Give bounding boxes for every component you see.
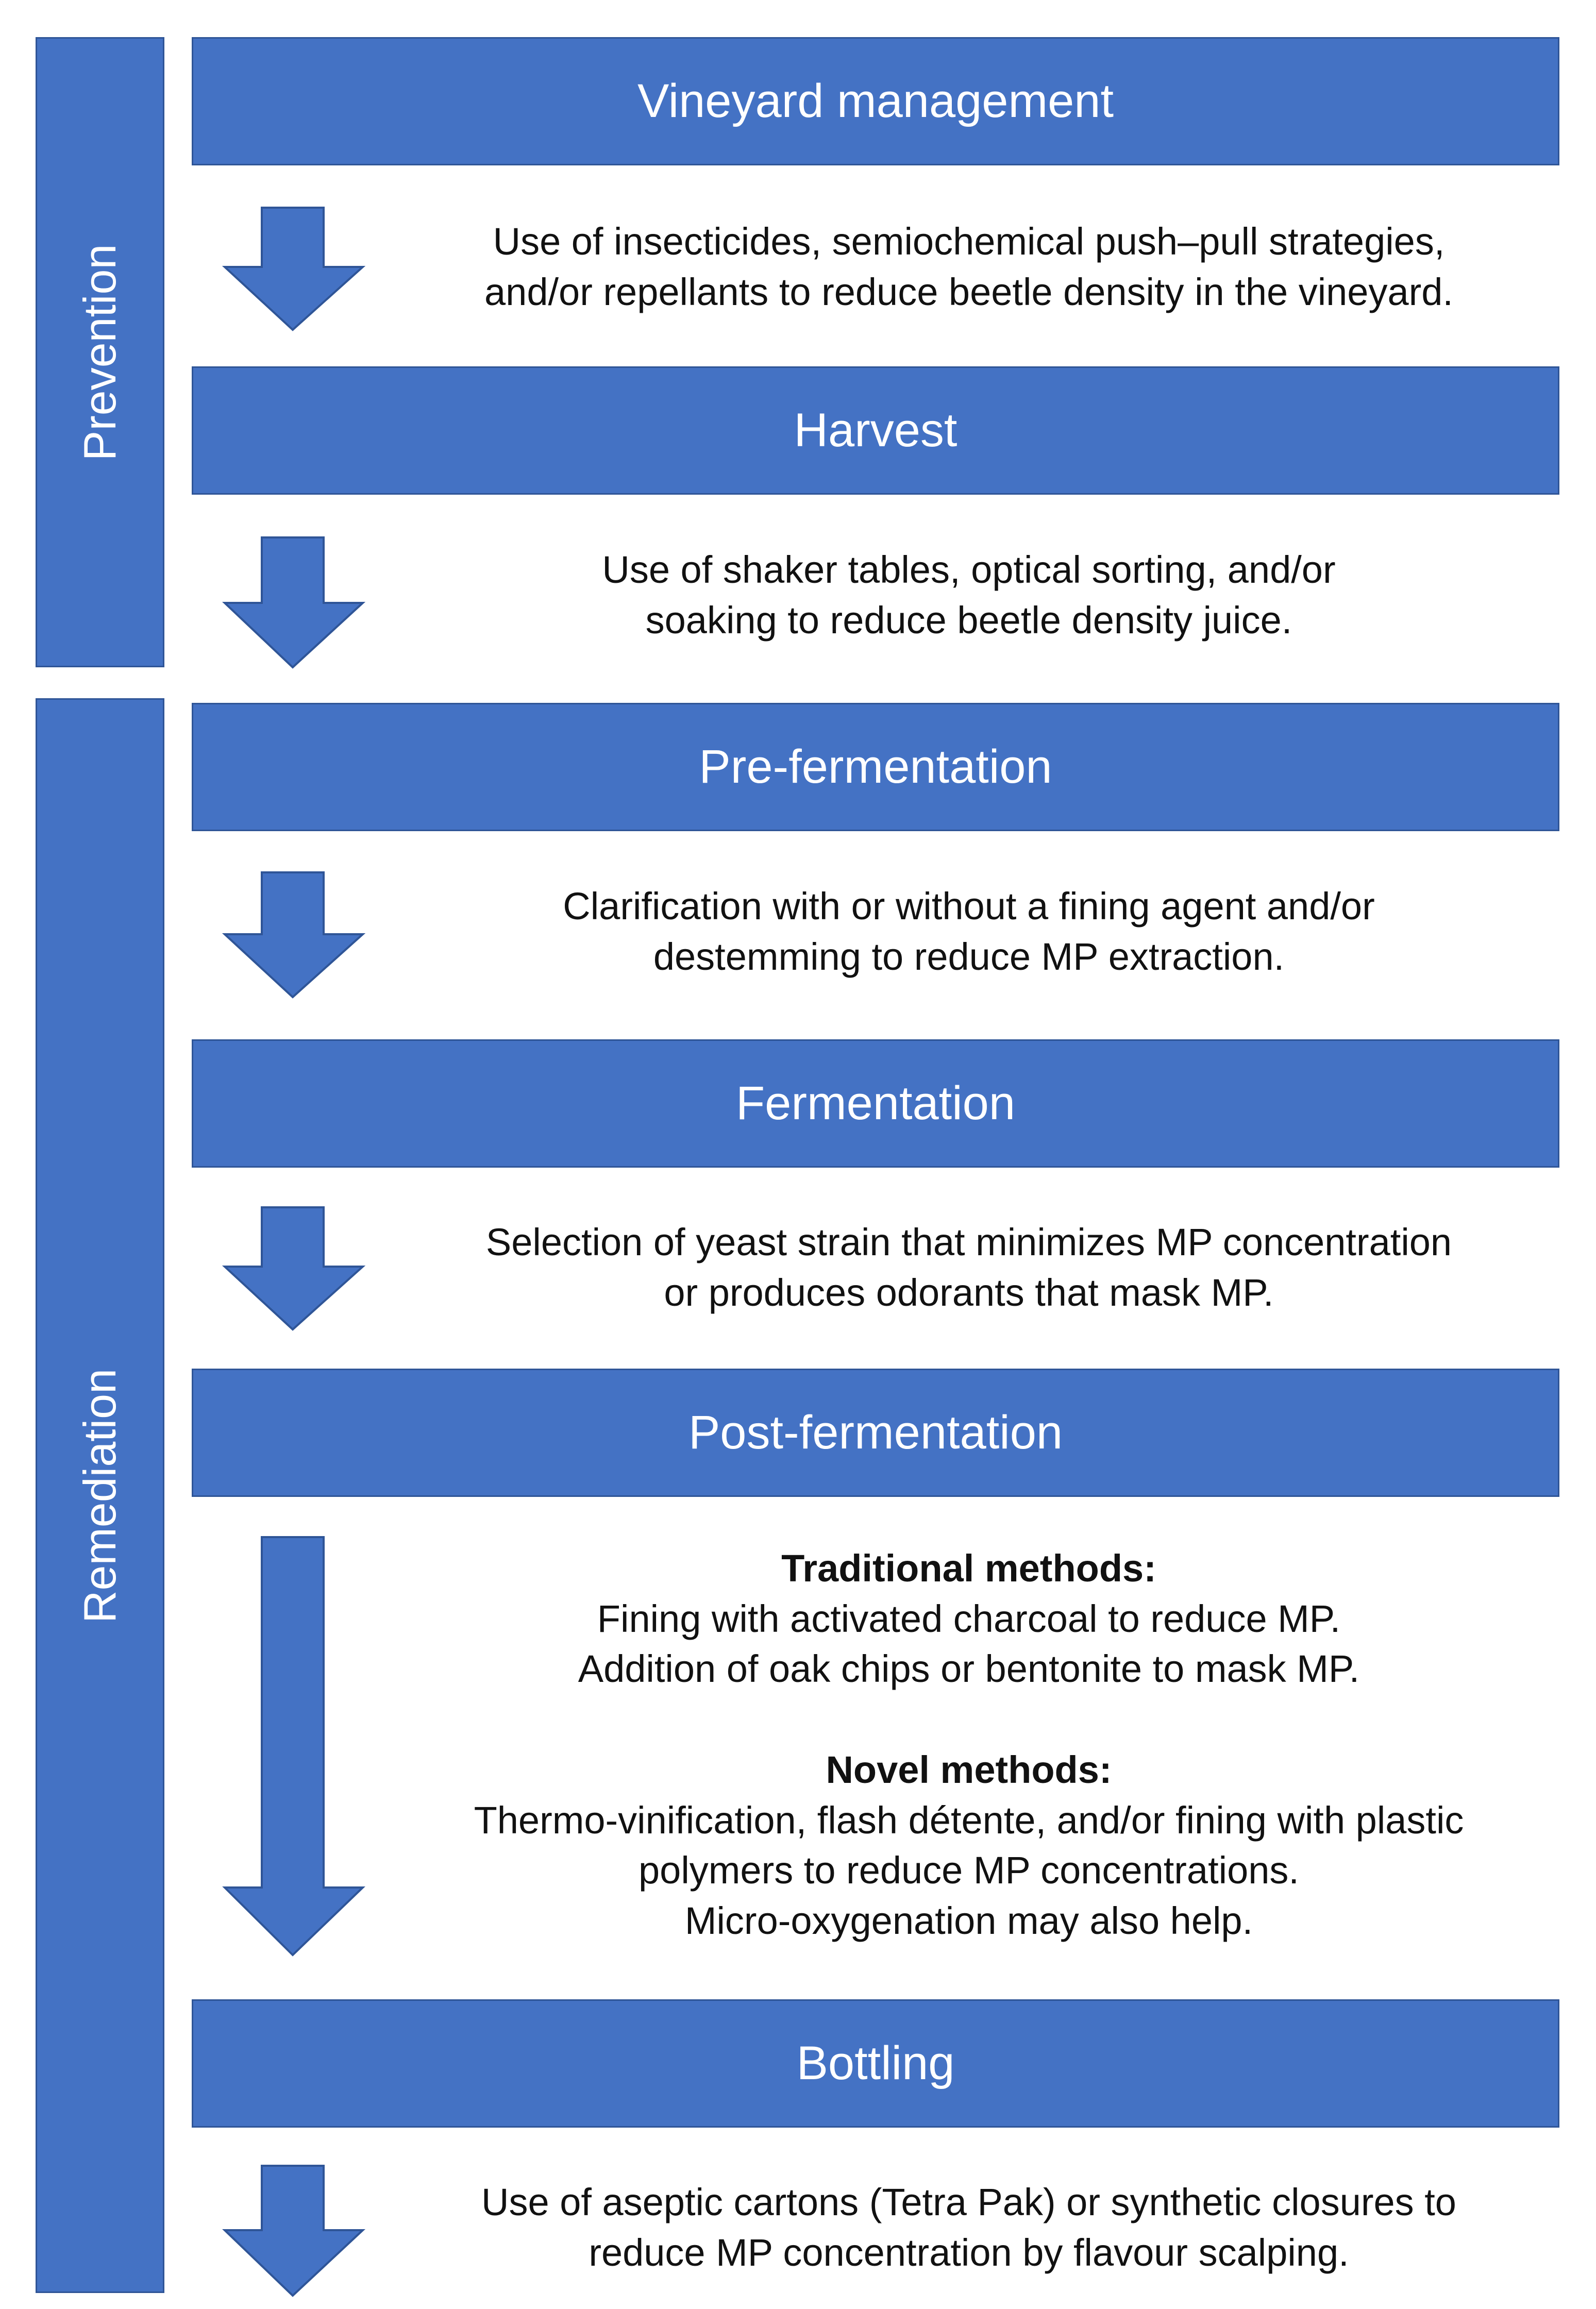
down-arrow-icon (222, 536, 366, 669)
down-arrow-icon (222, 207, 366, 331)
description-line: destemming to reduce MP extraction. (653, 935, 1285, 978)
description-line: Micro-oxygenation may also help. (684, 1899, 1253, 1943)
description-line: Use of aseptic cartons (Tetra Pak) or sy… (481, 2181, 1456, 2223)
down-arrow-icon (222, 871, 366, 999)
phase-label-prevention: Prevention (74, 244, 125, 461)
stage-bottling: Bottling (192, 1999, 1559, 2128)
description-line: reduce MP concentration by flavour scalp… (589, 2231, 1349, 2274)
down-arrow-icon (222, 2165, 366, 2297)
phase-label-remediation: Remediation (74, 1368, 125, 1623)
stage-harvest: Harvest (192, 366, 1559, 495)
step-description-vineyard: Use of insecticides, semiochemical push–… (392, 216, 1546, 317)
step-description-post-fermentation: Traditional methods: Fining with activat… (392, 1543, 1546, 1946)
phase-bar-prevention: Prevention (36, 37, 164, 667)
description-line: soaking to reduce beetle density juice. (645, 598, 1292, 642)
novel-methods-heading: Novel methods: (826, 1748, 1112, 1792)
description-line: Use of shaker tables, optical sorting, a… (602, 548, 1336, 591)
phase-bar-remediation: Remediation (36, 698, 164, 2293)
down-arrow-icon (222, 1536, 365, 1957)
step-description-fermentation: Selection of yeast strain that minimizes… (392, 1217, 1546, 1318)
description-line: Use of insecticides, semiochemical push–… (493, 220, 1445, 263)
description-line: and/or repellants to reduce beetle densi… (484, 270, 1453, 313)
description-line: polymers to reduce MP concentrations. (639, 1849, 1299, 1892)
description-line: Fining with activated charcoal to reduce… (597, 1597, 1341, 1640)
down-arrow-icon (222, 1206, 366, 1331)
stage-post-fermentation: Post-fermentation (192, 1369, 1559, 1497)
traditional-methods-heading: Traditional methods: (781, 1547, 1156, 1590)
description-line: Clarification with or without a fining a… (563, 885, 1375, 928)
step-description-harvest: Use of shaker tables, optical sorting, a… (392, 545, 1546, 645)
step-description-pre-fermentation: Clarification with or without a fining a… (392, 881, 1546, 982)
stage-pre-fermentation: Pre-fermentation (192, 703, 1559, 831)
description-line: Addition of oak chips or bentonite to ma… (578, 1647, 1360, 1691)
description-line: or produces odorants that mask MP. (664, 1271, 1274, 1314)
stage-vineyard-management: Vineyard management (192, 37, 1559, 165)
description-line: Selection of yeast strain that minimizes… (485, 1221, 1452, 1263)
stage-fermentation: Fermentation (192, 1039, 1559, 1168)
description-line: Thermo-vinification, flash détente, and/… (474, 1798, 1464, 1842)
step-description-bottling: Use of aseptic cartons (Tetra Pak) or sy… (392, 2177, 1546, 2278)
